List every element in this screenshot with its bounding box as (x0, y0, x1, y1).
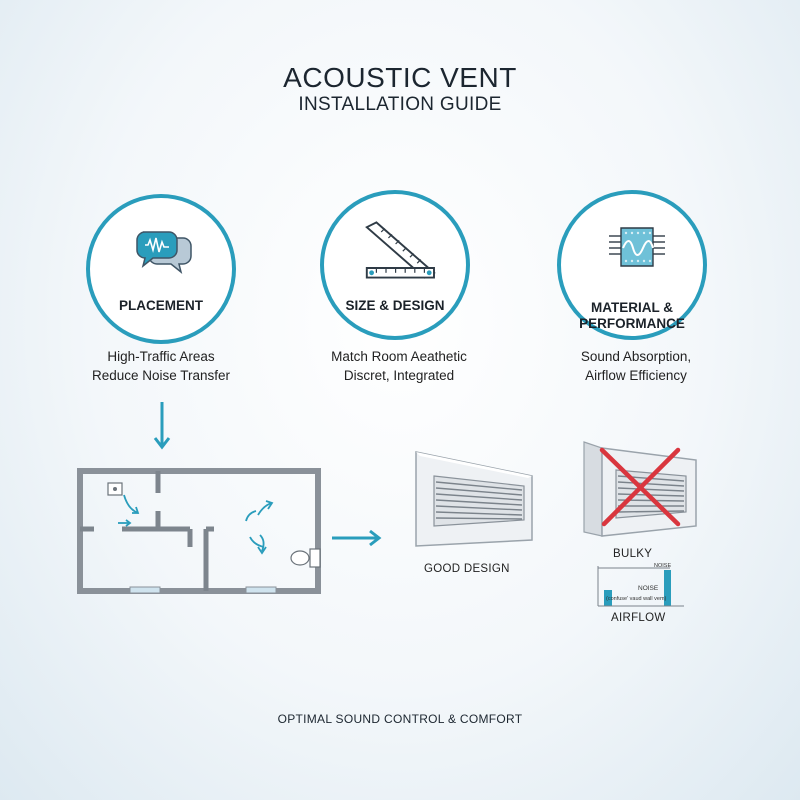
noise-text: NOISE (638, 585, 659, 592)
material-circle: MATERIAL & PERFORMANCE (557, 190, 707, 340)
material-label-line-2: PERFORMANCE (579, 316, 685, 331)
size-design-line-1: Match Room Aeathetic (331, 349, 467, 364)
material-label-line-1: MATERIAL & (591, 300, 673, 315)
bulky-label: BULKY (613, 548, 653, 560)
right-arrow-icon (332, 529, 382, 547)
placement-line-1: High-Traffic Areas (107, 349, 215, 364)
guide-title: ACOUSTIC VENT (283, 62, 517, 93)
red-cross-icon (599, 447, 681, 527)
size-design-description: Match Room Aeathetic Discret, Integrated (289, 347, 509, 385)
placement-description: High-Traffic Areas Reduce Noise Transfer (51, 347, 271, 385)
size-design-label: SIZE & DESIGN (345, 298, 445, 313)
material-label: MATERIAL & PERFORMANCE (561, 300, 703, 332)
airflow-label: AIRFLOW (611, 612, 666, 624)
down-arrow-icon (153, 402, 171, 450)
material-line-1: Sound Absorption, (580, 349, 692, 364)
bulky-vent (583, 441, 697, 537)
toilet-icon (290, 548, 321, 568)
size-design-line-2: Discret, Integrated (343, 368, 455, 383)
guide-subtitle: INSTALLATION GUIDE (298, 94, 502, 115)
good-design-vent (415, 451, 533, 547)
speech-bubbles-icon (136, 231, 192, 274)
material-line-2: Airflow Efficiency (585, 368, 687, 383)
size-design-circle: SIZE & DESIGN (320, 190, 470, 340)
material-description: Sound Absorption, Airflow Efficiency (526, 347, 746, 385)
footer-caption: OPTIMAL SOUND CONTROL & COMFORT (277, 712, 523, 726)
floor-plan (77, 468, 321, 594)
noise-subtext: (confuse' vaud wall vem) (606, 596, 667, 602)
noise-airflow-graphic: NOISE (confuse' vaud wall vem) NOISE (597, 563, 684, 607)
good-design-label: GOOD DESIGN (424, 563, 510, 575)
placement-label: PLACEMENT (119, 298, 203, 313)
noise-corner-text: NOISE (654, 563, 671, 569)
ruler-square-icon (365, 221, 436, 279)
placement-line-2: Reduce Noise Transfer (91, 368, 231, 383)
placement-circle: PLACEMENT (86, 194, 236, 344)
acoustic-panel-icon (609, 227, 665, 267)
